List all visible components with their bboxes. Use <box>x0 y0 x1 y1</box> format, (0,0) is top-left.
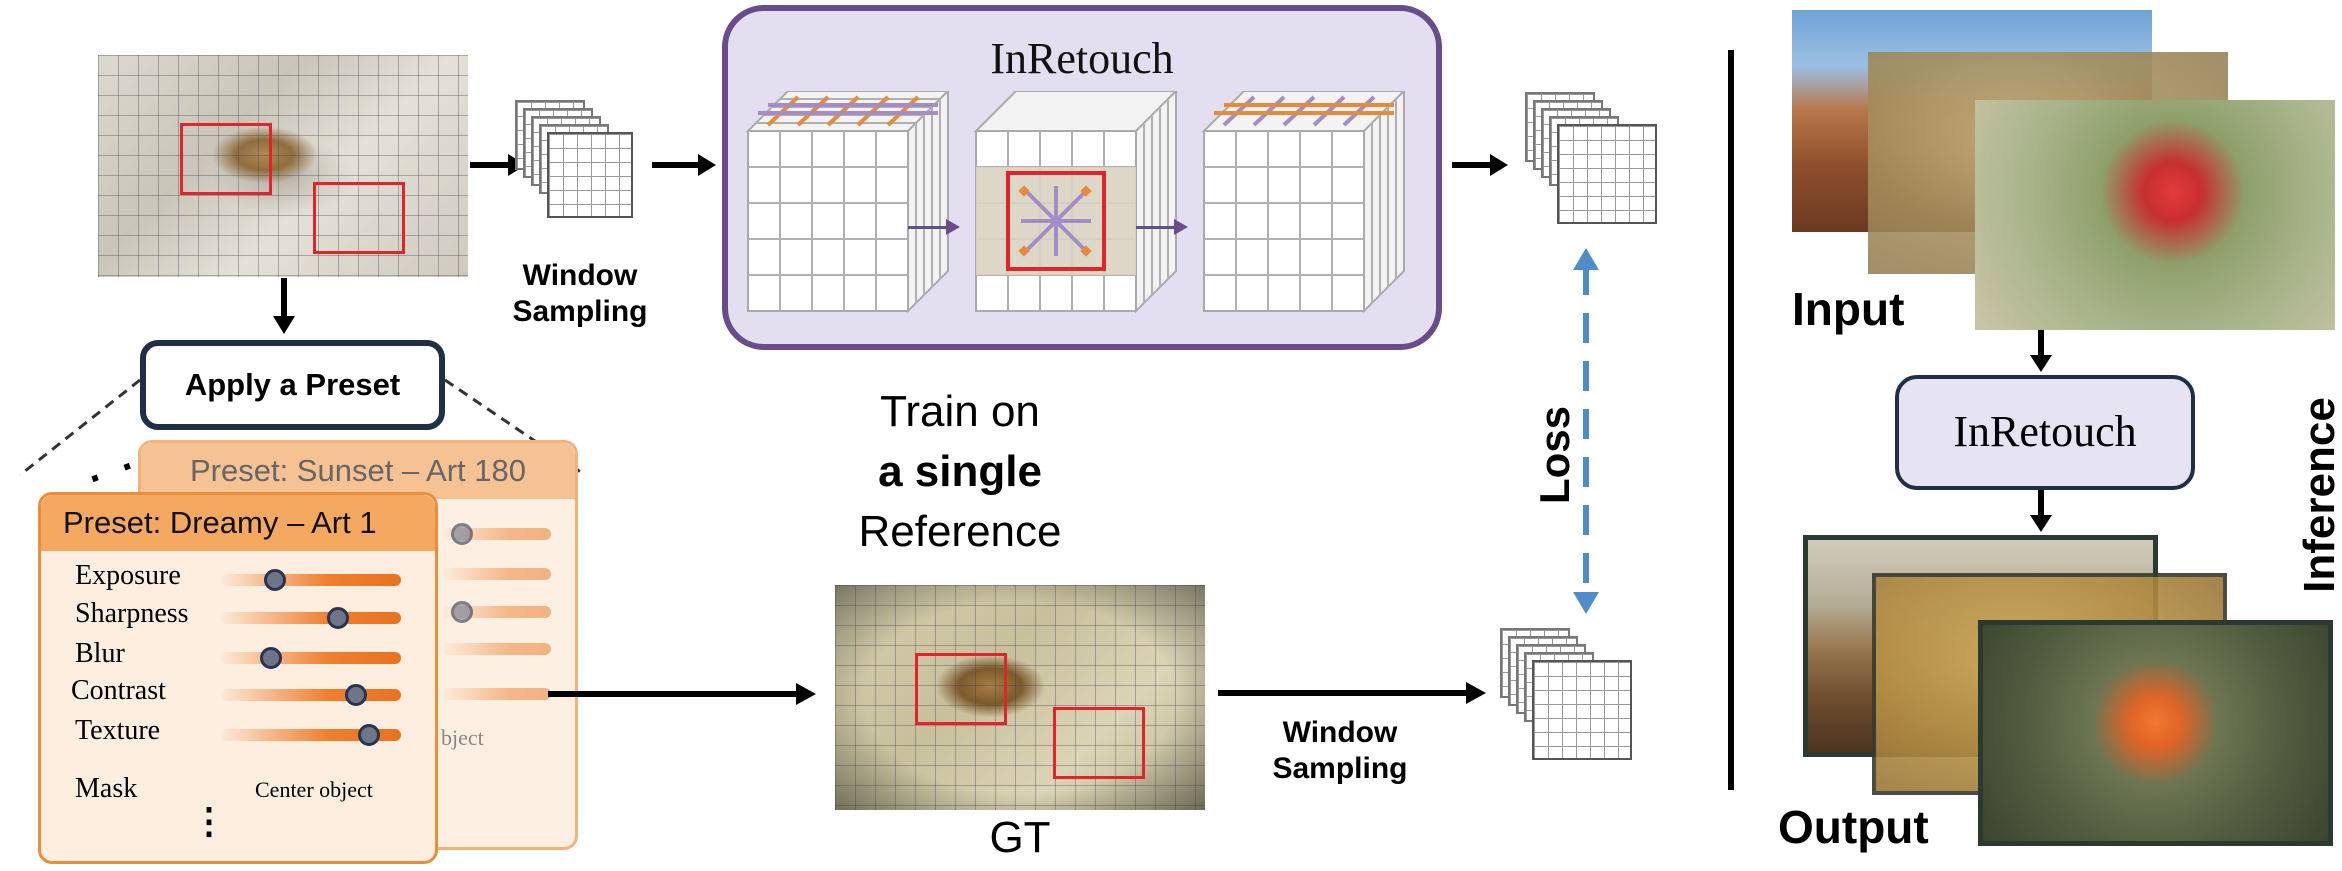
slider-label: Contrast <box>71 675 166 706</box>
gt-label: GT <box>989 813 1051 862</box>
arrow <box>281 278 287 320</box>
window-sampling-label: Sampling <box>512 295 648 328</box>
mask-value: Center object <box>255 777 373 802</box>
input-duck-image <box>98 55 468 277</box>
arrow <box>908 226 948 229</box>
arrow-head <box>2030 515 2052 532</box>
arrow-head <box>946 219 960 235</box>
output-label: Output <box>1778 801 1929 853</box>
slider-track[interactable] <box>221 729 401 741</box>
mask-label: Mask <box>75 773 138 804</box>
arrow <box>1218 690 1468 696</box>
arrow-head <box>1490 154 1508 176</box>
slider-track[interactable] <box>221 612 401 624</box>
slider-label: Exposure <box>75 560 181 591</box>
window-box <box>180 123 272 195</box>
input-image-rose <box>1975 100 2335 330</box>
window-box <box>1053 707 1145 779</box>
slider-label: Texture <box>75 715 161 746</box>
window-stack-top <box>515 100 645 230</box>
slider-track[interactable] <box>221 574 401 586</box>
train-label-line3: Reference <box>858 507 1062 556</box>
preset-card-back-title: Preset: Sunset – Art 180 <box>141 443 575 499</box>
more-options-ellipsis: ⋮ <box>191 800 227 841</box>
slider-knob[interactable] <box>327 607 349 629</box>
inference-inretouch-box: InRetouch <box>1895 375 2195 490</box>
loss-label: Loss <box>1531 405 1578 505</box>
arrow <box>470 162 510 168</box>
window-box <box>313 182 405 254</box>
slider-label: Sharpness <box>75 598 189 629</box>
slider-track[interactable] <box>221 652 401 664</box>
loss-arrow <box>1583 265 1589 600</box>
window-stack-gt <box>1500 628 1635 778</box>
arrow-head <box>2030 355 2052 372</box>
arrow-head <box>1573 592 1599 614</box>
divider <box>1728 50 1734 790</box>
arrow-head <box>1573 248 1599 270</box>
preset-back-partial-text: bject <box>441 725 484 750</box>
window-sampling-label: Sampling <box>1272 752 1408 785</box>
grid-cube <box>745 91 950 314</box>
preset-card-front-title: Preset: Dreamy – Art 1 <box>41 495 435 551</box>
preset-card-front: Preset: Dreamy – Art 1 Mask Center objec… <box>38 492 438 864</box>
slider-knob[interactable] <box>264 569 286 591</box>
window-box <box>915 653 1007 725</box>
arrow-head <box>796 683 816 705</box>
gt-image <box>835 585 1205 810</box>
slider-knob[interactable] <box>260 647 283 669</box>
inference-label: Inference <box>2295 397 2342 593</box>
arrow <box>548 691 798 697</box>
window-sampling-label: Window <box>1282 716 1398 749</box>
input-label: Input <box>1792 283 1905 335</box>
output-image-rose <box>1978 620 2333 846</box>
arrow-head <box>273 316 295 334</box>
arrow <box>2038 490 2044 520</box>
inretouch-module: InRetouch <box>722 5 1442 350</box>
slider-track[interactable] <box>221 689 401 701</box>
window-sampling-label: Window <box>522 259 638 292</box>
slider-knob[interactable] <box>345 684 367 706</box>
arrow <box>652 162 702 168</box>
grid-cube <box>1201 91 1406 314</box>
slider-label: Blur <box>75 638 125 669</box>
arrow-head <box>1466 682 1486 704</box>
grid-cube <box>973 91 1178 314</box>
arrow <box>1136 226 1176 229</box>
apply-preset-box: Apply a Preset <box>140 340 445 430</box>
arrow <box>2038 330 2044 360</box>
window-stack-output <box>1525 92 1657 242</box>
slider-knob[interactable] <box>357 724 380 746</box>
arrow <box>1452 162 1492 168</box>
train-label-line2: a single <box>878 447 1042 496</box>
arrow-head <box>1174 219 1188 235</box>
module-title: InRetouch <box>990 34 1174 83</box>
arrow-head <box>698 154 716 176</box>
train-label-line1: Train on <box>880 387 1040 436</box>
